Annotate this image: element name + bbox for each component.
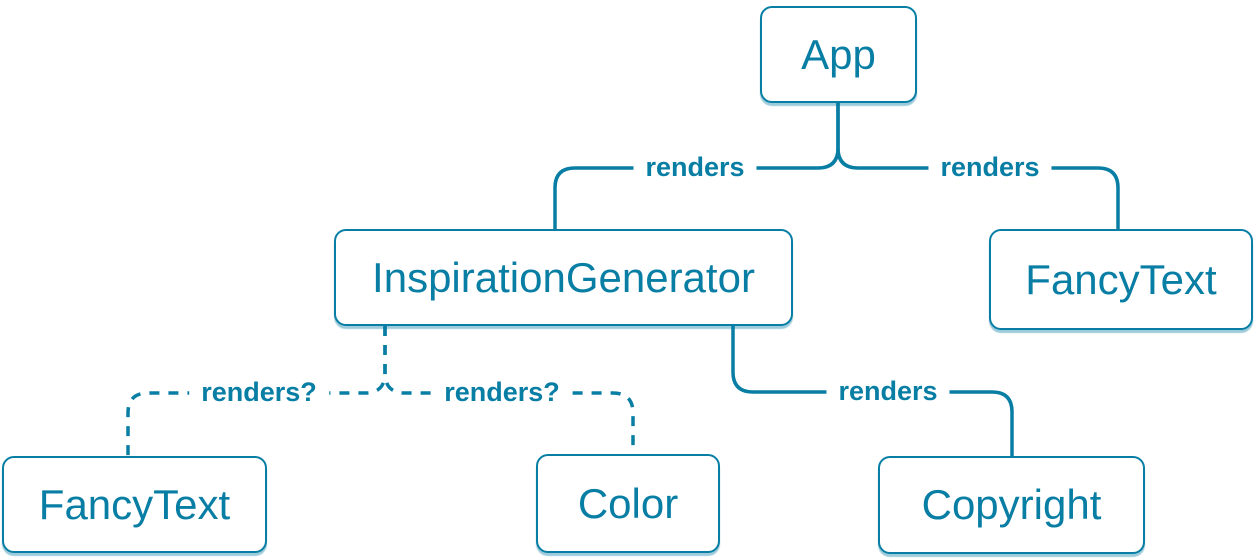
node-inspiration-generator: InspirationGenerator — [334, 229, 793, 326]
edge-inspiration-generator-to-color — [383, 326, 635, 455]
edge-label-renders-left: renders — [633, 152, 757, 183]
node-fancy-text-right: FancyText — [989, 229, 1253, 330]
node-fancy-text-left: FancyText — [2, 456, 267, 553]
edge-label-renders-copyright: renders — [826, 376, 950, 407]
node-app: App — [760, 6, 917, 103]
node-color: Color — [536, 454, 720, 553]
node-copyright: Copyright — [878, 456, 1145, 554]
edge-label-renders-right: renders — [928, 152, 1052, 183]
edge-label-renders-question-left: renders? — [189, 377, 329, 408]
edge-label-renders-question-right: renders? — [432, 377, 572, 408]
